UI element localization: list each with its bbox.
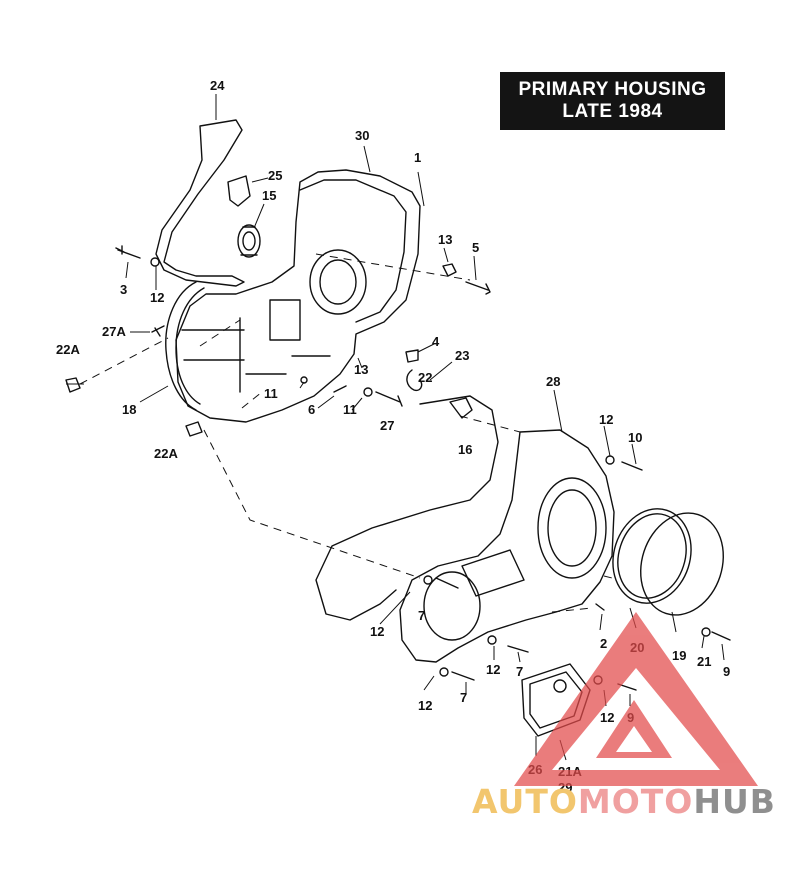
nut-13 [442, 263, 457, 277]
callout-18: 18 [122, 402, 136, 417]
screw-7a [435, 577, 459, 589]
oring-20 [612, 508, 692, 604]
washer-11b [300, 376, 308, 384]
callout-13a: 13 [438, 232, 452, 247]
callout-27: 27 [380, 418, 394, 433]
washer-21 [701, 627, 711, 637]
callout-21: 21 [697, 654, 711, 669]
screw-5 [465, 281, 491, 295]
bracket-25 [227, 175, 251, 207]
callout-28: 28 [546, 374, 560, 389]
screw-9 [711, 631, 731, 641]
screw-7b [507, 645, 529, 653]
washer-11 [363, 387, 373, 397]
plug-22a-bottom [185, 421, 203, 437]
screw-10 [621, 461, 643, 471]
screw-3 [115, 245, 141, 259]
clip-22 [406, 369, 423, 392]
callout-12d: 12 [486, 662, 500, 677]
watermark-part-moto: MOTO [577, 782, 694, 821]
diagram-title-box: PRIMARY HOUSING LATE 1984 [500, 72, 725, 130]
pin-4 [405, 349, 419, 363]
callout-23: 23 [455, 348, 469, 363]
callout-12e: 12 [418, 698, 432, 713]
callout-6: 6 [308, 402, 315, 417]
bushing-16 [449, 397, 473, 419]
watermark-part-auto: AUTO [472, 782, 578, 821]
callout-15: 15 [262, 188, 276, 203]
plug-2 [595, 603, 605, 611]
washer-12-right [605, 455, 615, 465]
callout-16: 16 [458, 442, 472, 457]
inner-primary-housing-30 [175, 169, 421, 423]
washer-12d [439, 667, 449, 677]
callout-10: 10 [628, 430, 642, 445]
callout-2: 2 [600, 636, 607, 651]
callout-22: 22 [418, 370, 432, 385]
callout-30: 30 [355, 128, 369, 143]
stud-27a [151, 325, 165, 337]
callout-19: 19 [672, 648, 686, 663]
callout-7c: 7 [460, 690, 467, 705]
callout-24: 24 [210, 78, 225, 93]
title-line-1: PRIMARY HOUSING [518, 79, 707, 100]
callout-5: 5 [472, 240, 479, 255]
plug-22a-top [65, 377, 81, 393]
callout-13b: 13 [354, 362, 368, 377]
callout-22a-bottom: 22A [154, 446, 178, 461]
callout-12a: 12 [150, 290, 164, 305]
callout-3: 3 [120, 282, 127, 297]
screw-7c [451, 671, 475, 681]
bearing-15 [237, 224, 261, 258]
gasket-24 [155, 119, 245, 287]
watermark-triangle-icon [514, 612, 758, 786]
screw-27 [375, 391, 403, 407]
screw-6 [333, 385, 347, 393]
watermark-logo-text: AUTOMOTOHUB [472, 782, 776, 821]
callout-9a: 9 [723, 664, 730, 679]
watermark-part-hub: HUB [693, 782, 776, 821]
callout-7b: 7 [516, 664, 523, 679]
callout-12b: 12 [599, 412, 613, 427]
callout-11b: 11 [343, 402, 357, 417]
oring-18 [165, 281, 205, 411]
washer-12a [150, 257, 160, 267]
title-line-2: LATE 1984 [562, 101, 663, 122]
gasket-23 [315, 395, 499, 621]
callout-12c: 12 [370, 624, 384, 639]
callout-12f: 12 [600, 710, 614, 725]
callout-7a: 7 [418, 608, 425, 623]
callout-11a: 11 [264, 386, 278, 401]
washer-12c [487, 635, 497, 645]
outer-primary-cover-28 [399, 429, 615, 663]
callout-1: 1 [414, 150, 421, 165]
callout-22a-left: 22A [56, 342, 80, 357]
callout-27a: 27A [102, 324, 126, 339]
derby-cover-19 [640, 512, 724, 616]
washer-12e [423, 575, 433, 585]
callout-25: 25 [268, 168, 282, 183]
callout-4: 4 [432, 334, 440, 349]
oring-20b [617, 513, 687, 599]
